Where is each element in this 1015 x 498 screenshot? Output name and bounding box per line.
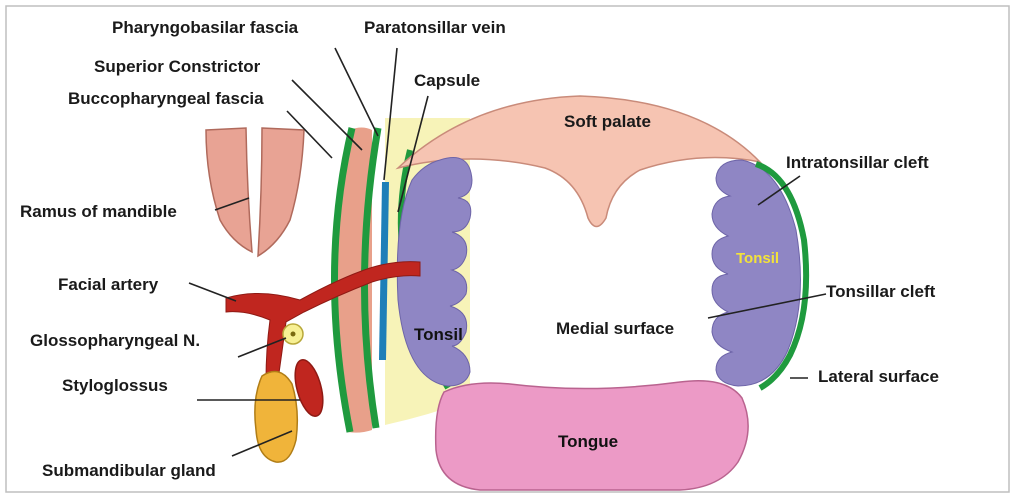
label-capsule: Capsule xyxy=(414,71,480,90)
label-pharyngobasilar-fascia: Pharyngobasilar fascia xyxy=(112,18,299,37)
glossopharyngeal-nerve-shape xyxy=(283,324,303,344)
ramus-of-mandible xyxy=(206,128,304,260)
label-facial-artery: Facial artery xyxy=(58,275,159,294)
label-lateral-surface: Lateral surface xyxy=(818,367,939,386)
label-soft-palate: Soft palate xyxy=(564,112,651,131)
label-medial-surface: Medial surface xyxy=(556,319,674,338)
label-tongue: Tongue xyxy=(558,432,618,451)
label-glossopharyngeal-n: Glossopharyngeal N. xyxy=(30,331,200,350)
label-tonsil-right: Tonsil xyxy=(736,250,779,267)
label-styloglossus: Styloglossus xyxy=(62,376,168,395)
label-buccopharyngeal-fascia: Buccopharyngeal fascia xyxy=(68,89,264,108)
label-ramus-of-mandible: Ramus of mandible xyxy=(20,202,177,221)
label-tonsillar-cleft: Tonsillar cleft xyxy=(826,282,936,301)
label-intratonsillar-cleft: Intratonsillar cleft xyxy=(786,153,929,172)
label-paratonsillar-vein: Paratonsillar vein xyxy=(364,18,506,37)
label-submandibular-gland: Submandibular gland xyxy=(42,461,216,480)
label-superior-constrictor: Superior Constrictor xyxy=(94,57,261,76)
submandibular-gland-shape xyxy=(255,372,297,463)
label-tonsil-left: Tonsil xyxy=(414,325,463,344)
